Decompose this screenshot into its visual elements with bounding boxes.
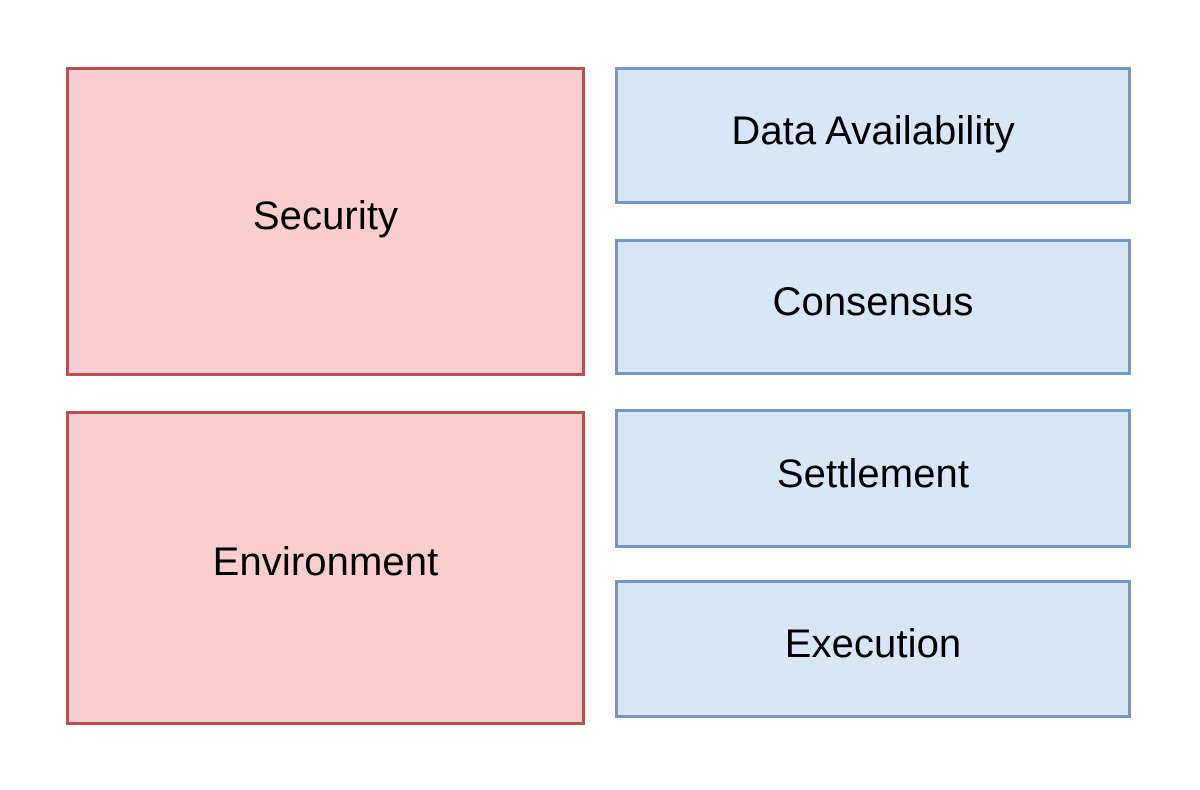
node-settlement[interactable]: Settlement bbox=[615, 409, 1131, 548]
node-security-label: Security bbox=[252, 193, 399, 238]
node-environment[interactable]: Environment bbox=[66, 411, 585, 725]
node-consensus[interactable]: Consensus bbox=[615, 239, 1131, 375]
node-execution[interactable]: Execution bbox=[615, 580, 1131, 718]
node-data-availability[interactable]: Data Availability bbox=[615, 67, 1131, 204]
node-environment-label: Environment bbox=[212, 540, 439, 584]
node-data-availability-label: Data Availability bbox=[731, 108, 1015, 153]
node-security[interactable]: Security bbox=[66, 67, 585, 376]
node-settlement-label: Settlement bbox=[776, 451, 970, 496]
node-execution-label: Execution bbox=[784, 622, 962, 666]
node-consensus-label: Consensus bbox=[772, 280, 974, 324]
